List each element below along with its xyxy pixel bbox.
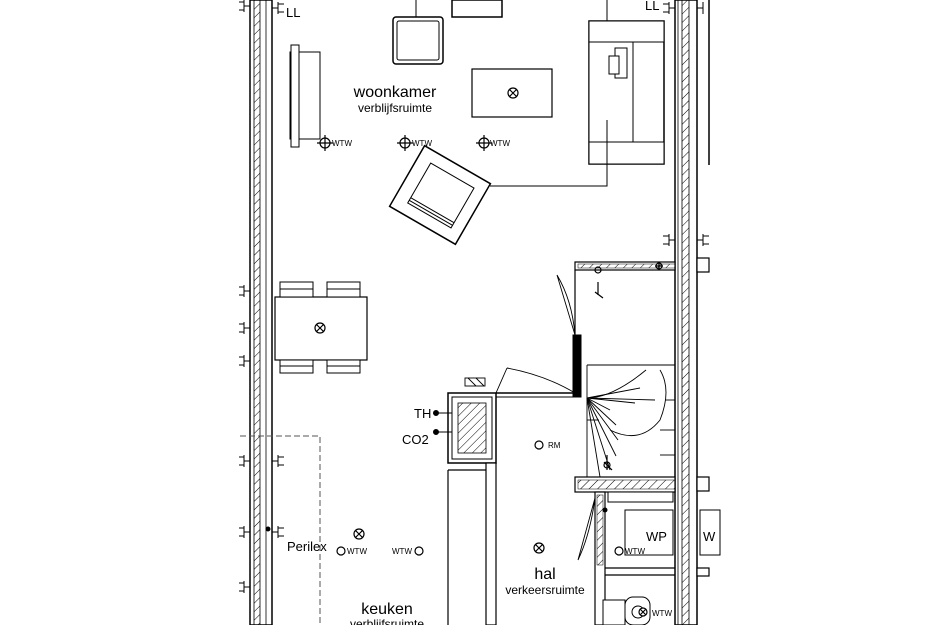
w-label: W: [703, 529, 716, 544]
light-fixture: [314, 322, 326, 334]
room-type-woonkamer: verblijfsruimte: [358, 101, 432, 115]
wtw-label: WTW: [347, 547, 367, 556]
smoke-detector: [534, 440, 544, 450]
room-name-keuken: keuken: [361, 601, 413, 618]
room-name-woonkamer: woonkamer: [353, 84, 437, 101]
sensor-markers: [265, 410, 608, 532]
room-labels: woonkamer verblijfsruimte hal verkeersru…: [350, 84, 585, 625]
wtw-label: WTW: [490, 139, 510, 148]
ll-label: LL: [286, 5, 300, 20]
room-type-keuken: verblijfsruimte: [350, 617, 424, 625]
door-swings: [464, 274, 596, 561]
ll-label: LL: [645, 0, 659, 13]
wtw-label: WTW: [392, 547, 412, 556]
light-fixture: [638, 607, 648, 617]
rm-label: RM: [548, 441, 561, 450]
light-fixture: [353, 528, 365, 540]
wtw-label: WTW: [652, 609, 672, 618]
armchair: [451, 0, 503, 18]
th-label: TH: [414, 406, 431, 421]
heat-pump-cabinet: [624, 509, 674, 556]
co2-label: CO2: [402, 432, 429, 447]
light-fixture: [533, 542, 545, 554]
wtw-vent: [476, 135, 492, 151]
room-type-hal: verkeersruimte: [505, 583, 585, 597]
staircase: [586, 364, 675, 478]
hall-wall: [485, 462, 497, 625]
wtw-extract: [414, 546, 424, 556]
symbol-labels: LL LL WTW WTW WTW WTW WTW WTW WTW TH CO2…: [286, 0, 716, 618]
wall-ticks: [239, 0, 709, 593]
symbols: [314, 87, 663, 617]
wtw-label: WTW: [412, 139, 432, 148]
wtw-label: WTW: [332, 139, 352, 148]
room-name-hal: hal: [534, 566, 555, 583]
light-fixture: [507, 87, 519, 99]
wtw-vent: [397, 135, 413, 151]
wp-label: WP: [646, 529, 667, 544]
walls: [249, 0, 710, 625]
wtw-extract: [336, 546, 346, 556]
wtw-label: WTW: [625, 547, 645, 556]
wtw-vent: [317, 135, 333, 151]
furniture-living: [274, 0, 665, 374]
perilex-label: Perilex: [287, 539, 327, 554]
utility-fixtures: [602, 491, 721, 625]
wtw-extract: [614, 546, 624, 556]
armchair-rotated: [388, 144, 492, 246]
sofa: [588, 20, 665, 165]
